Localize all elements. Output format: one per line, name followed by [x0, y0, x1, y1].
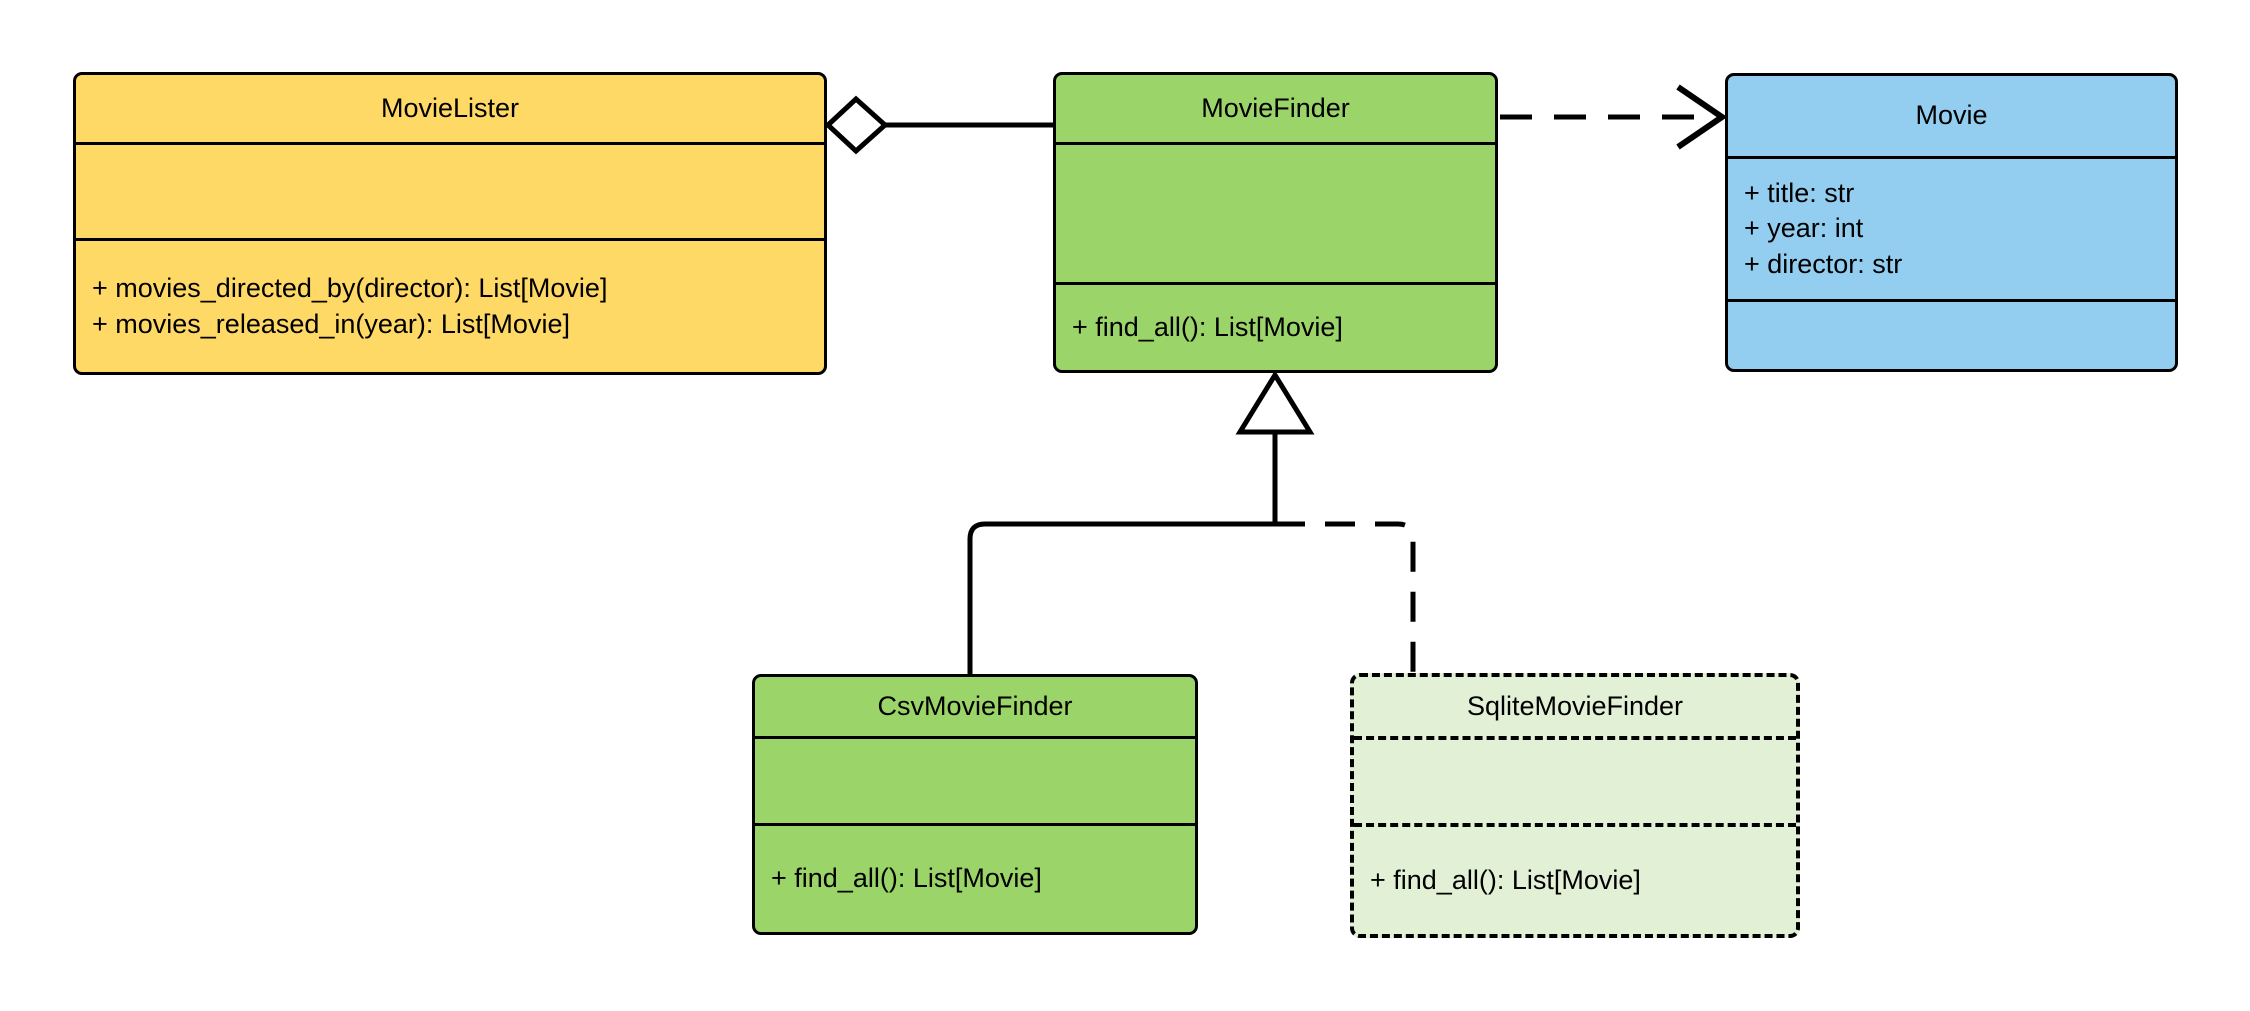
attribute-line: + title: str [1744, 177, 1855, 208]
hollow-triangle-marker [1235, 370, 1315, 435]
class-box-movielister[interactable]: MovieLister + movies_directed_by(directo… [73, 72, 827, 375]
class-methods-compartment: + movies_directed_by(director): List[Mov… [76, 238, 824, 372]
open-arrow-marker [1676, 84, 1728, 150]
class-attributes-compartment [755, 736, 1195, 823]
class-attributes-compartment [76, 142, 824, 238]
inheritance-sqlite-line [1275, 521, 1416, 673]
attribute-line: + year: int [1744, 213, 1864, 244]
class-title-compartment: MovieLister [76, 75, 824, 142]
class-name-movielister: MovieLister [380, 92, 520, 123]
class-box-movie[interactable]: Movie + title: str + year: int + directo… [1725, 73, 2178, 372]
method-line: + movies_released_in(year): List[Movie] [92, 308, 570, 339]
class-title-compartment: MovieFinder [1056, 75, 1495, 142]
inheritance-csv-finder-connector [967, 521, 1275, 674]
aggregation-lister-finder-connector [824, 95, 1053, 155]
inheritance-csv-line [967, 521, 1275, 674]
method-line: + movies_directed_by(director): List[Mov… [92, 272, 608, 303]
class-attributes-compartment: + title: str + year: int + director: str [1728, 156, 2175, 299]
class-name-movie: Movie [1915, 100, 1988, 131]
class-box-csvmoviefinder[interactable]: CsvMovieFinder + find_all(): List[Movie] [752, 674, 1198, 935]
generalization-shared-stem [1235, 370, 1315, 524]
method-line: + find_all(): List[Movie] [1072, 311, 1343, 342]
class-title-compartment: CsvMovieFinder [755, 677, 1195, 736]
class-attributes-compartment [1056, 142, 1495, 282]
class-title-compartment: SqliteMovieFinder [1354, 677, 1796, 736]
class-attributes-compartment [1354, 736, 1796, 823]
class-name-csvmoviefinder: CsvMovieFinder [877, 690, 1073, 721]
class-box-moviefinder[interactable]: MovieFinder + find_all(): List[Movie] [1053, 72, 1498, 373]
hollow-diamond-marker [824, 95, 889, 155]
attribute-line: + director: str [1744, 248, 1903, 279]
method-line: + find_all(): List[Movie] [771, 863, 1042, 894]
class-name-sqlitemoviefinder: SqliteMovieFinder [1466, 690, 1684, 721]
class-title-compartment: Movie [1728, 76, 2175, 156]
class-methods-compartment: + find_all(): List[Movie] [1354, 823, 1796, 934]
inheritance-sqlite-finder-connector [1275, 521, 1416, 673]
class-methods-compartment: + find_all(): List[Movie] [755, 823, 1195, 932]
class-methods-compartment [1728, 299, 2175, 369]
method-line: + find_all(): List[Movie] [1370, 864, 1641, 895]
class-methods-compartment: + find_all(): List[Movie] [1056, 282, 1495, 370]
class-box-sqlitemoviefinder[interactable]: SqliteMovieFinder + find_all(): List[Mov… [1350, 673, 1800, 938]
class-name-moviefinder: MovieFinder [1201, 92, 1350, 123]
dependency-finder-movie-connector [1500, 84, 1728, 150]
